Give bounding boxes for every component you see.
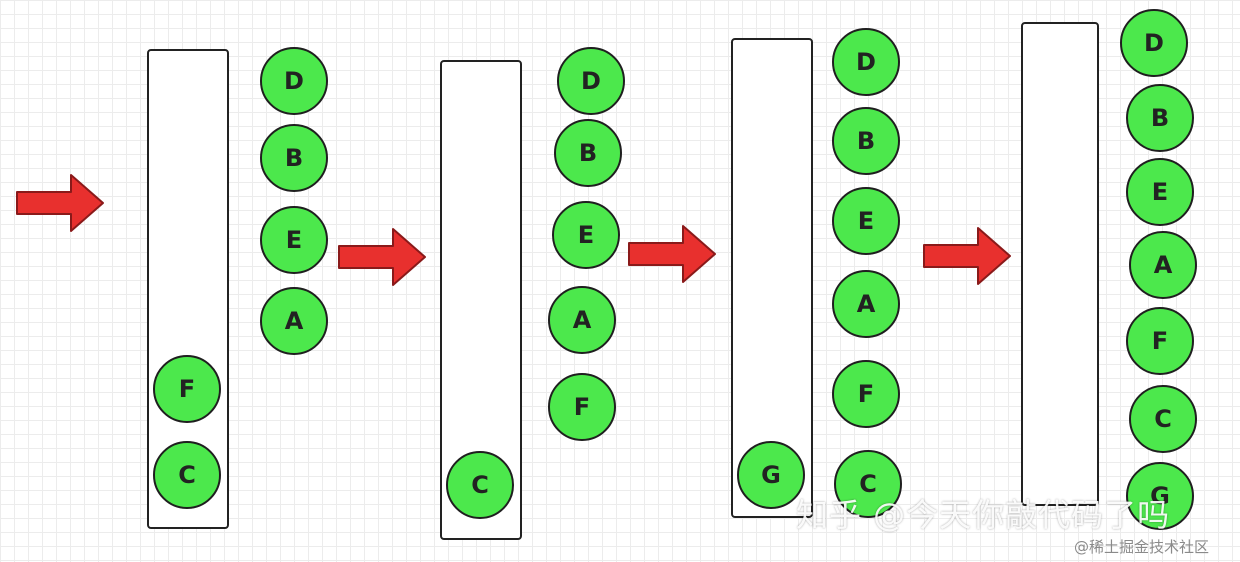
queue-node: B	[832, 107, 900, 175]
queue-node: E	[260, 206, 328, 274]
queue-node: E	[832, 187, 900, 255]
stack-node: G	[737, 441, 805, 509]
queue-node: E	[552, 201, 620, 269]
queue-node: B	[1126, 84, 1194, 152]
queue-node: D	[557, 47, 625, 115]
right-arrow-icon	[628, 225, 716, 283]
stack-node: C	[446, 451, 514, 519]
queue-node: A	[1129, 231, 1197, 299]
stack-node: F	[153, 355, 221, 423]
juejin-watermark: @稀土掘金技术社区	[1074, 538, 1210, 556]
queue-node: A	[832, 270, 900, 338]
queue-node: D	[832, 28, 900, 96]
queue-node: C	[834, 450, 902, 518]
stack-node: C	[153, 441, 221, 509]
queue-node: A	[260, 287, 328, 355]
queue-node: D	[260, 47, 328, 115]
queue-node: D	[1120, 9, 1188, 77]
queue-node: G	[1126, 462, 1194, 530]
stack-box	[1021, 22, 1099, 506]
queue-node: B	[554, 119, 622, 187]
queue-node: B	[260, 124, 328, 192]
queue-node: F	[1126, 307, 1194, 375]
queue-node: F	[548, 373, 616, 441]
stack-box	[731, 38, 813, 518]
queue-node: C	[1129, 385, 1197, 453]
queue-node: A	[548, 286, 616, 354]
queue-node: E	[1126, 158, 1194, 226]
right-arrow-icon	[16, 174, 104, 232]
right-arrow-icon	[923, 227, 1011, 285]
queue-node: F	[832, 360, 900, 428]
zhihu-watermark: 知乎 @今天你敲代码了吗	[796, 496, 1171, 534]
right-arrow-icon	[338, 228, 426, 286]
